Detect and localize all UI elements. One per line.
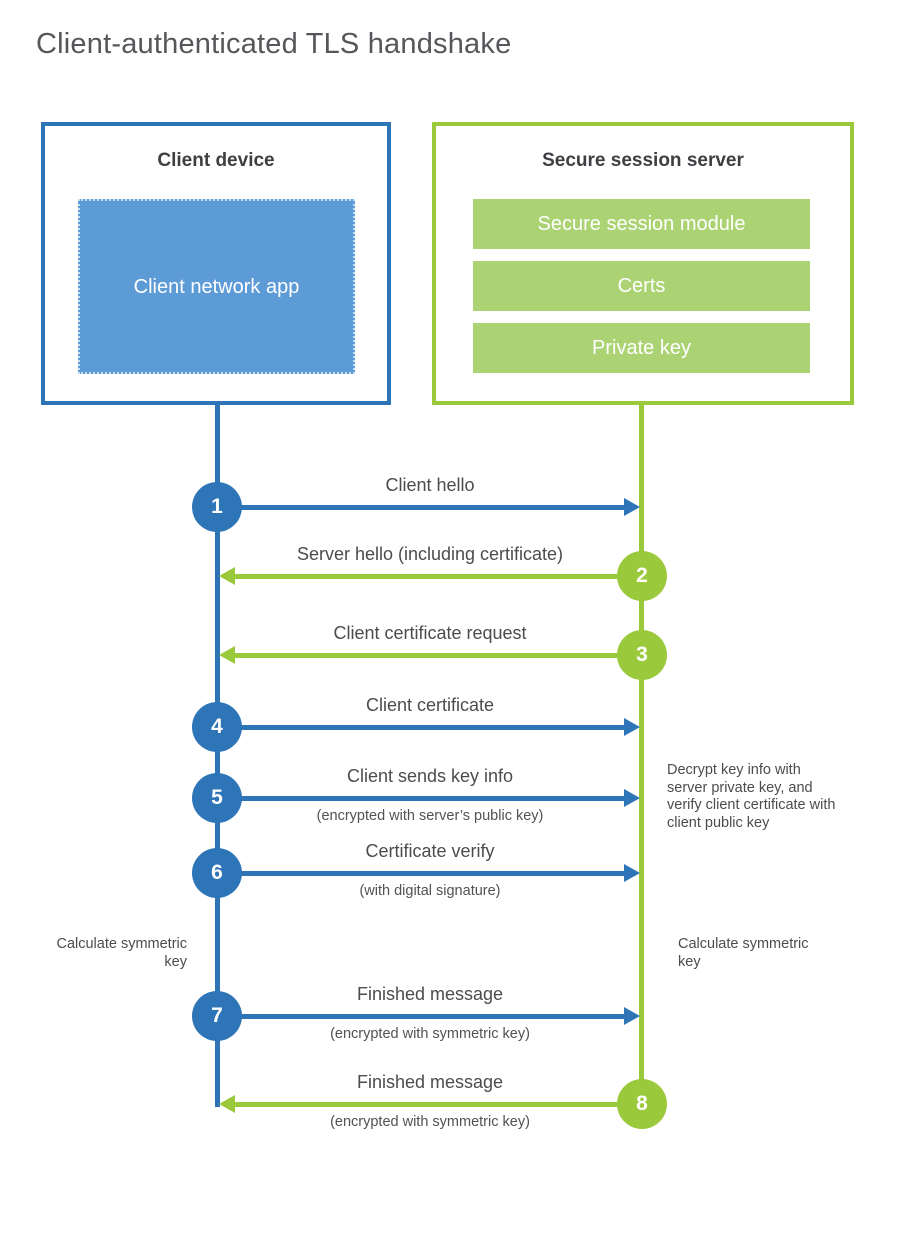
message-label: Finished message (356, 1072, 504, 1092)
message-sublabel: (with digital signature) (359, 883, 501, 899)
step-4-badge: 4 (192, 702, 242, 752)
client-lifeline (215, 403, 220, 1107)
page-title: Client-authenticated TLS handshake (36, 28, 512, 60)
message-sublabel: (encrypted with server’s public key) (316, 808, 544, 824)
step-3-badge: 3 (617, 630, 667, 680)
step-1-badge: 1 (192, 482, 242, 532)
message-arrow-line (217, 725, 624, 730)
message-arrow-line (217, 505, 624, 510)
arrow-left-icon (219, 567, 235, 585)
message-arrow-line (235, 1102, 642, 1107)
message-sublabel: (encrypted with symmetric key) (330, 1026, 530, 1042)
calculate-symmetric-key-note-server: Calculate symmetric key (678, 936, 809, 970)
step-5-badge: 5 (192, 773, 242, 823)
message-label: Client hello (385, 475, 475, 495)
arrow-right-icon (624, 718, 640, 736)
decrypt-note: Decrypt key info with server private key… (667, 762, 836, 831)
step-2-badge: 2 (617, 551, 667, 601)
step-8-badge: 8 (617, 1079, 667, 1129)
client-device-title: Client device (157, 150, 275, 171)
step-7-badge: 7 (192, 991, 242, 1041)
message-label: Server hello (including certificate) (296, 544, 564, 564)
message-label: Client certificate (365, 695, 495, 715)
message-label: Finished message (356, 984, 504, 1004)
client-network-app-box: Client network app (78, 199, 355, 374)
arrow-right-icon (624, 789, 640, 807)
arrow-right-icon (624, 864, 640, 882)
message-arrow-line (235, 653, 642, 658)
server-module-bar: Certs (473, 261, 810, 311)
message-arrow-line (235, 574, 642, 579)
message-arrow-line (217, 1014, 624, 1019)
message-label: Certificate verify (365, 841, 495, 861)
arrow-left-icon (219, 646, 235, 664)
arrow-left-icon (219, 1095, 235, 1113)
server-lifeline (639, 403, 644, 1129)
secure-session-server-title: Secure session server (542, 150, 744, 171)
arrow-right-icon (624, 498, 640, 516)
client-network-app-label: Client network app (133, 275, 300, 298)
message-label: Client sends key info (346, 766, 514, 786)
message-sublabel: (encrypted with symmetric key) (330, 1114, 530, 1130)
server-module-bar: Secure session module (473, 199, 810, 249)
calculate-symmetric-key-note-client: Calculate symmetric key (56, 936, 187, 970)
step-6-badge: 6 (192, 848, 242, 898)
message-arrow-line (217, 796, 624, 801)
message-arrow-line (217, 871, 624, 876)
message-label: Client certificate request (333, 623, 527, 643)
arrow-right-icon (624, 1007, 640, 1025)
server-module-bar: Private key (473, 323, 810, 373)
